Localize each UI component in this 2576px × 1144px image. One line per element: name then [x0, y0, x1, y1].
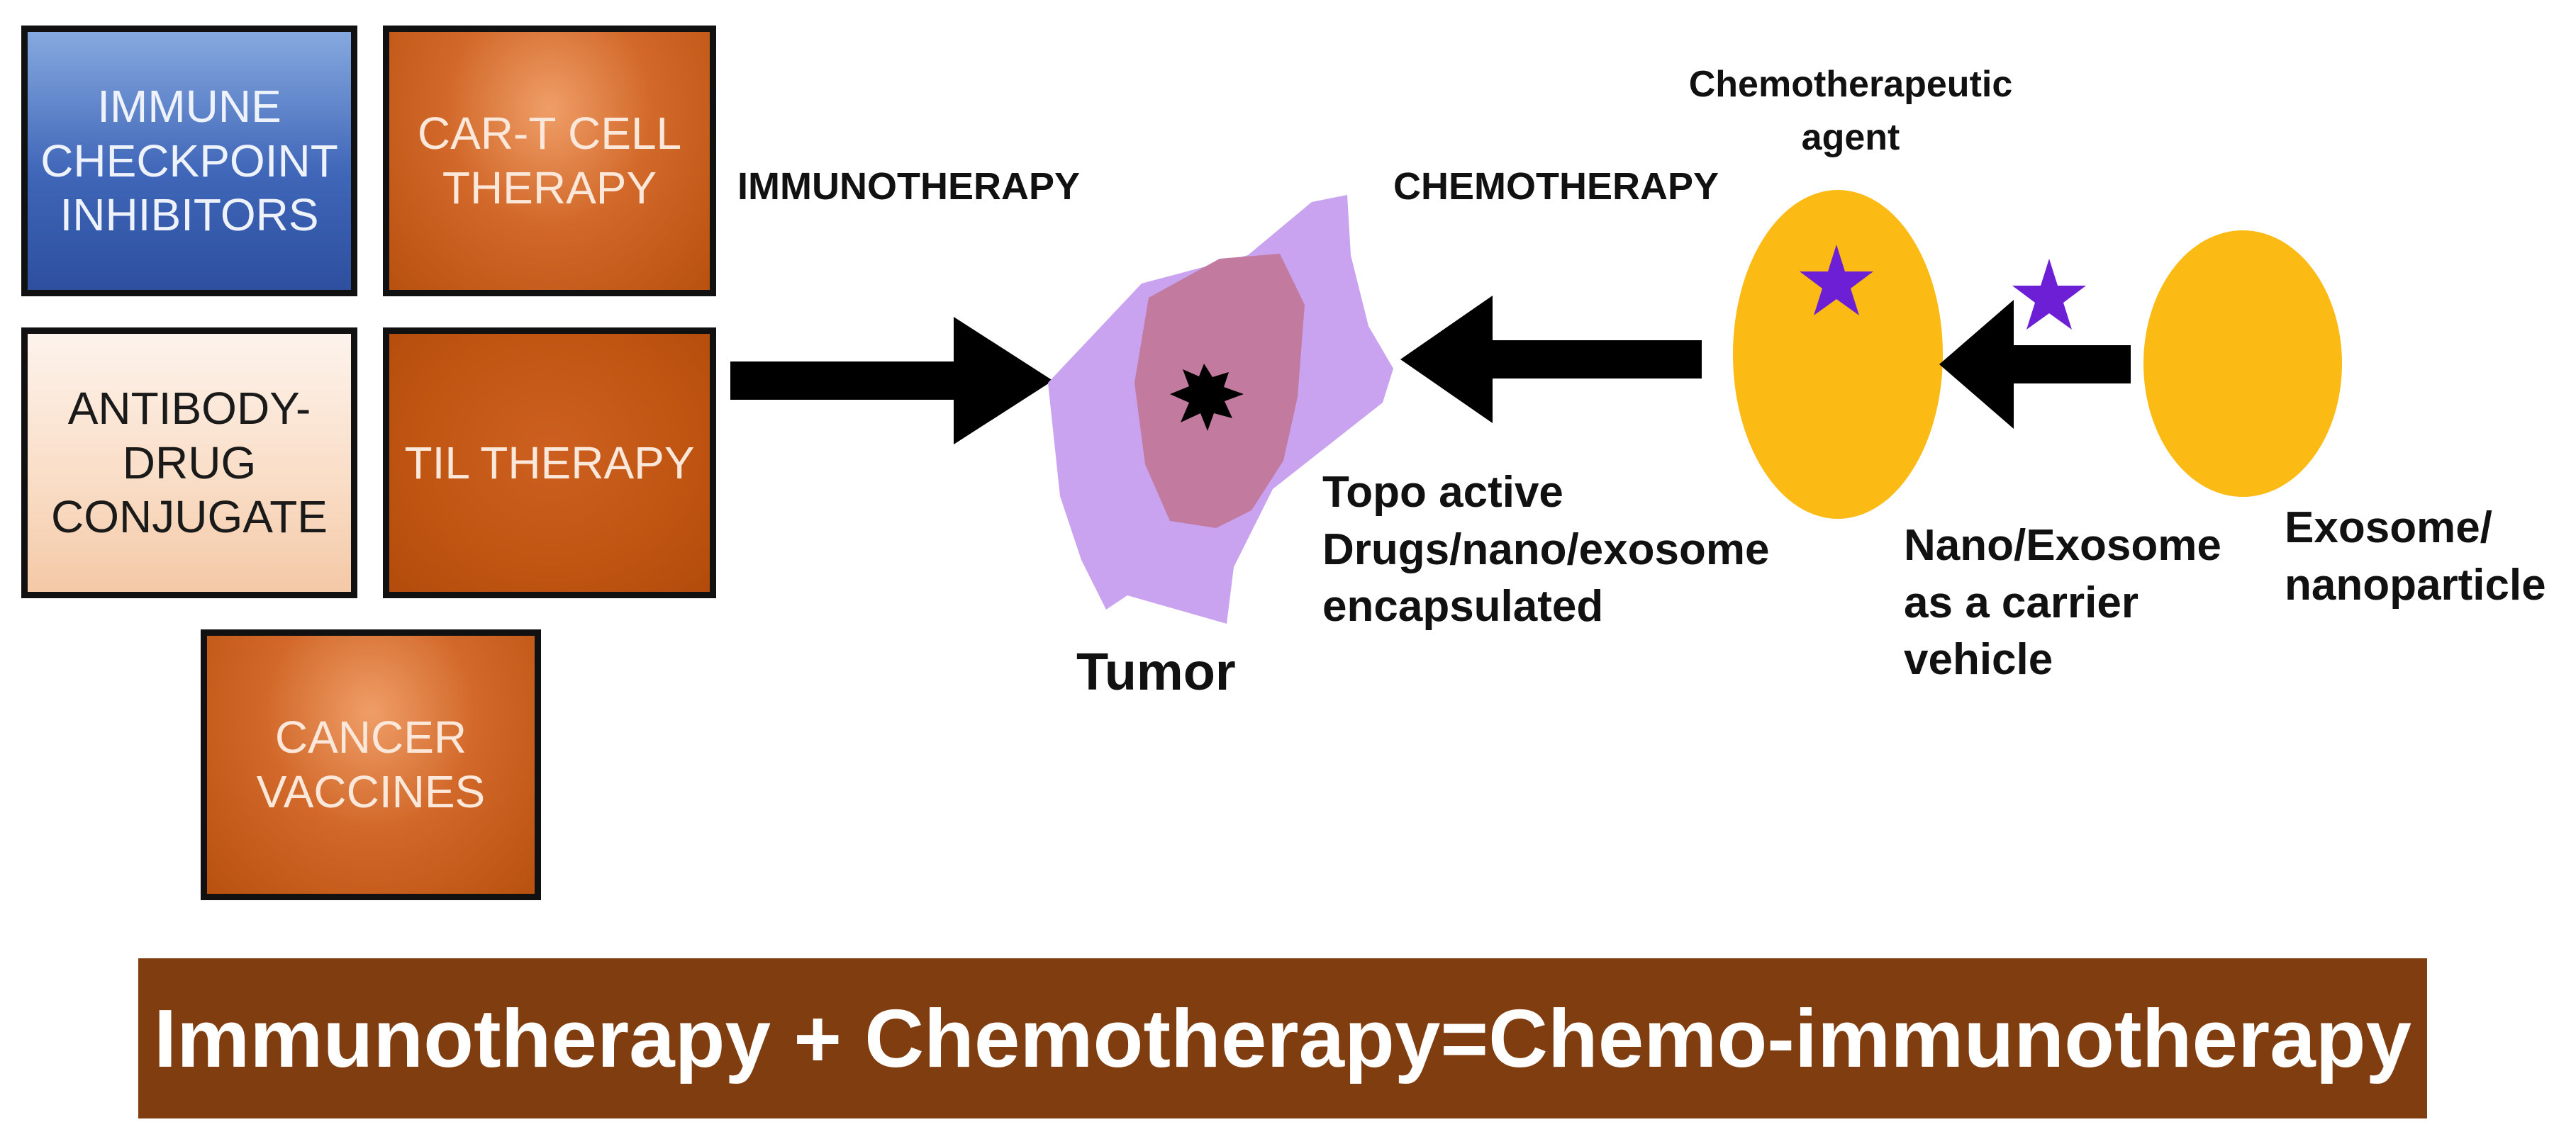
antibody-drug-conjugate-box: ANTIBODY- DRUG CONJUGATE [21, 327, 357, 598]
nano-exosome-carrier-label: Nano/Exosome as a carrier vehicle [1904, 521, 2221, 685]
tumor-label: Tumor [1076, 642, 1236, 701]
summary-banner-text: Immunotherapy + Chemotherapy=Chemo-immun… [153, 992, 2412, 1084]
summary-banner: Immunotherapy + Chemotherapy=Chemo-immun… [138, 958, 2427, 1118]
chemotherapy-label: CHEMOTHERAPY [1393, 165, 1719, 208]
til-therapy-box: TIL THERAPY [383, 327, 716, 598]
topo-active-drugs-label: Topo active Drugs/nano/exosome encapsula… [1322, 468, 1770, 632]
chemotherapeutic-agent-label: Chemotherapeutic agent [1688, 64, 2013, 159]
cancer-vaccines-box: CANCER VACCINES [201, 629, 541, 900]
exosome-nanoparticle-icon [2143, 230, 2342, 497]
star-icon [1800, 245, 1873, 315]
free-drug-star-icon [2012, 259, 2086, 330]
chemotherapy-arrow-icon [1400, 296, 1702, 423]
tumor-icon [1048, 195, 1393, 624]
starburst-icon [1170, 364, 1244, 431]
loading-arrow-icon [1939, 300, 2131, 429]
immunotherapy-label: IMMUNOTHERAPY [737, 165, 1080, 208]
drug-loaded-carrier-icon [1733, 190, 1943, 519]
immunotherapy-arrow-icon [730, 317, 1053, 444]
car-t-cell-therapy-box: CAR-T CELL THERAPY [383, 26, 716, 296]
immune-checkpoint-inhibitors-box: IMMUNE CHECKPOINT INHIBITORS [21, 26, 357, 296]
exosome-nanoparticle-label: Exosome/ nanoparticle [2285, 503, 2546, 610]
